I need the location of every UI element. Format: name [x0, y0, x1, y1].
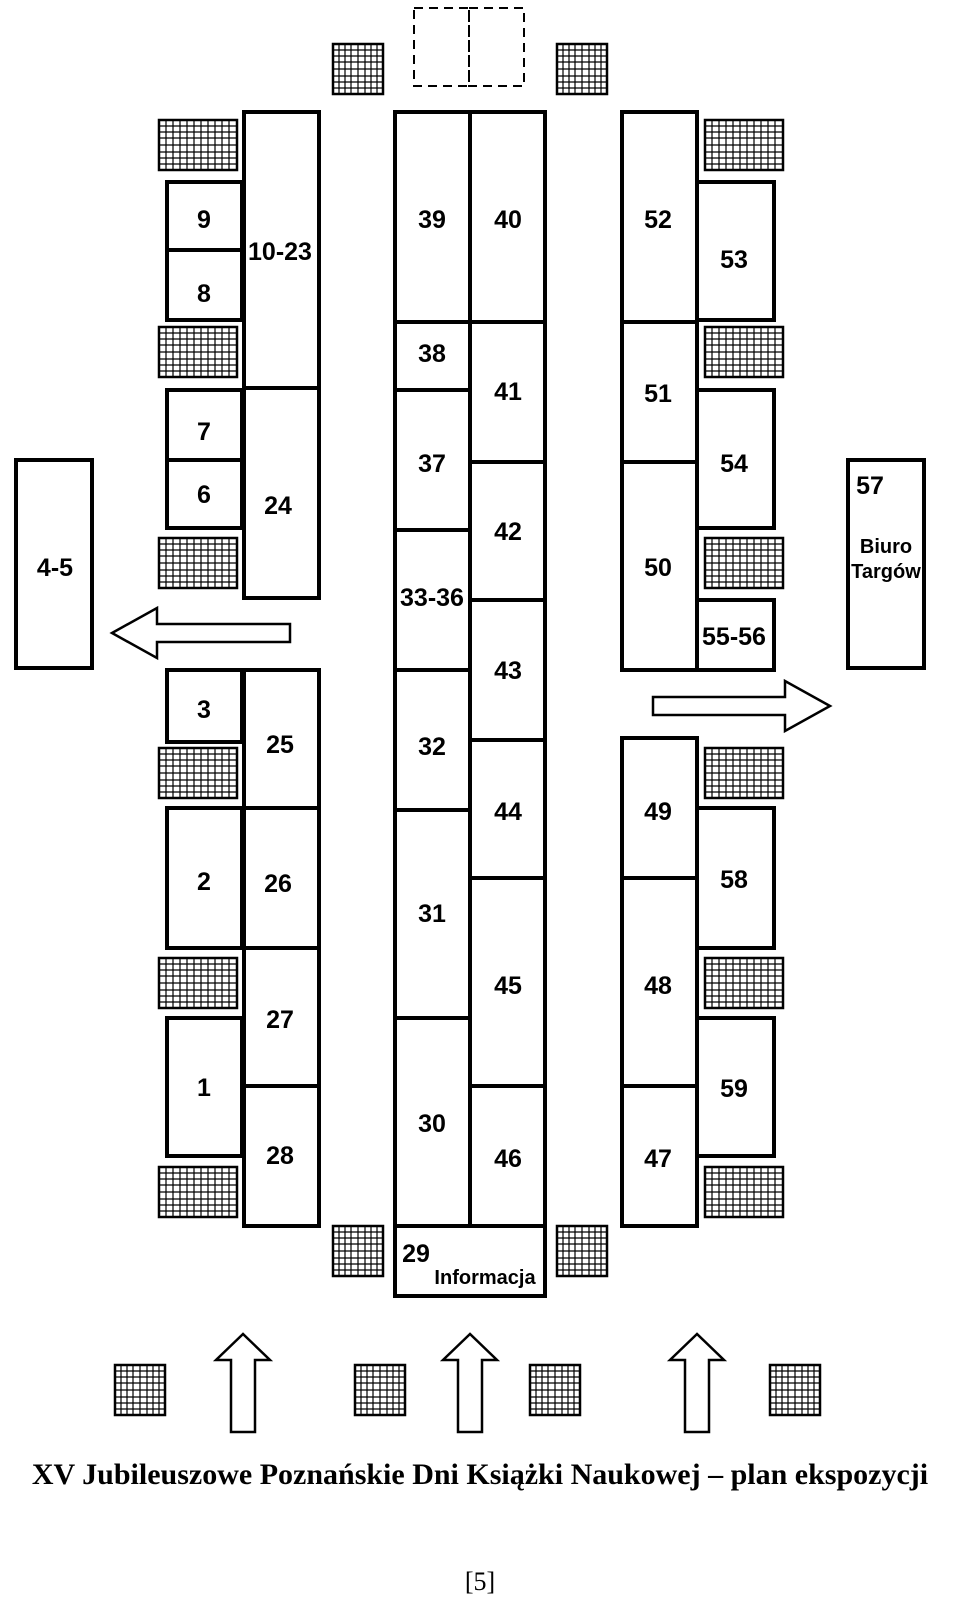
- stand-42-box: [468, 460, 547, 602]
- stand-8-box: [165, 248, 244, 322]
- stand-label: 51: [644, 380, 672, 408]
- stand-label: 52: [644, 206, 672, 234]
- stand-31-box: [393, 808, 472, 1020]
- stand-label: 59: [720, 1075, 748, 1103]
- stand-label: 40: [494, 206, 522, 234]
- stand-1-box: [165, 1016, 244, 1158]
- stand-label: 9: [197, 206, 211, 234]
- stand-label: 29: [402, 1240, 430, 1268]
- stand-label: 47: [644, 1145, 672, 1173]
- stand-41-box: [468, 320, 547, 464]
- stand-24-box: [242, 386, 321, 600]
- plan-caption: XV Jubileuszowe Poznańskie Dni Książki N…: [31, 1458, 929, 1491]
- stand-label: 48: [644, 972, 672, 1000]
- stand-53-box: [695, 180, 776, 322]
- stand-32-box: [393, 668, 472, 812]
- stand-57-box: [846, 458, 926, 670]
- stand-27-box: [242, 946, 321, 1088]
- stand-51-box: [620, 320, 699, 464]
- stand-30-box: [393, 1016, 472, 1228]
- stand-label: 46: [494, 1145, 522, 1173]
- arrow-up-icon: [439, 1332, 501, 1434]
- office-label: Targów: [851, 561, 921, 583]
- stand-29-box: [393, 1224, 547, 1298]
- stand-label: 54: [720, 450, 748, 478]
- stand-54-box: [695, 388, 776, 530]
- stand-label: 41: [494, 378, 522, 406]
- stand-label: 32: [418, 733, 446, 761]
- stand-59-box: [695, 1016, 776, 1158]
- stand-6-box: [165, 458, 244, 530]
- stand-50-box: [620, 460, 699, 672]
- stand-label: 4-5: [37, 554, 73, 582]
- stand-28-box: [242, 1084, 321, 1228]
- stand-label: 42: [494, 518, 522, 546]
- dashed-area-right: [468, 7, 525, 87]
- stand-label: 6: [197, 481, 211, 509]
- stand-45-box: [468, 876, 547, 1088]
- stand-label: 1: [197, 1074, 211, 1102]
- stand-58-box: [695, 806, 776, 950]
- stand-label: 37: [418, 450, 446, 478]
- stand-37-box: [393, 388, 472, 532]
- stand-label: 31: [418, 900, 446, 928]
- information-label: Informacja: [434, 1267, 536, 1289]
- stand-label: 24: [264, 492, 292, 520]
- stand-2-box: [165, 806, 244, 950]
- stand-label: 39: [418, 206, 446, 234]
- stand-55-56-box: [695, 598, 776, 672]
- arrow-up-icon: [212, 1332, 274, 1434]
- stand-label: 50: [644, 554, 672, 582]
- stand-label: 44: [494, 798, 522, 826]
- stand-label: 57: [856, 472, 884, 500]
- stand-label: 45: [494, 972, 522, 1000]
- stand-label: 8: [197, 280, 211, 308]
- stand-label: 58: [720, 866, 748, 894]
- stand-3-box: [165, 668, 244, 744]
- arrow-up-icon: [666, 1332, 728, 1434]
- arrow-right-icon: [651, 678, 833, 734]
- stand-label: 43: [494, 657, 522, 685]
- stand-40-box: [468, 110, 547, 324]
- stand-label: 2: [197, 868, 211, 896]
- stand-47-box: [620, 1084, 699, 1228]
- stand-label: 27: [266, 1006, 294, 1034]
- stand-label: 53: [720, 246, 748, 274]
- page-number: [5]: [464, 1567, 496, 1596]
- office-label: Biuro: [860, 536, 912, 558]
- dashed-area-left: [413, 7, 470, 87]
- stand-label: 26: [264, 870, 292, 898]
- stand-label: 30: [418, 1110, 446, 1138]
- arrow-left-icon: [109, 605, 292, 661]
- stand-label: 10-23: [248, 238, 312, 266]
- stand-label: 49: [644, 798, 672, 826]
- stand-label: 7: [197, 418, 211, 446]
- stand-38-box: [393, 320, 472, 392]
- stand-4-5-box: [14, 458, 94, 670]
- stand-label: 3: [197, 696, 211, 724]
- stand-label: 28: [266, 1142, 294, 1170]
- stand-label: 55-56: [702, 623, 766, 651]
- stand-label: 38: [418, 340, 446, 368]
- stand-label: 25: [266, 731, 294, 759]
- stand-label: 33-36: [400, 584, 464, 612]
- stand-26-box: [242, 806, 321, 950]
